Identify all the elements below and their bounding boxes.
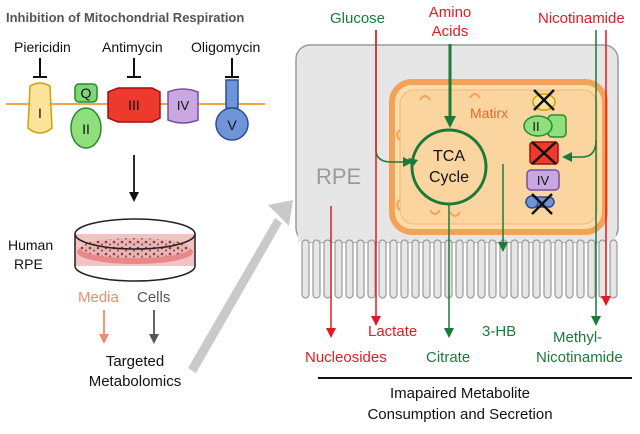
tca-cycle-circle [410, 128, 488, 206]
microvillus [411, 239, 420, 299]
conclusion-line-2: Consumption and Secretion [367, 406, 552, 423]
microvillus [532, 239, 541, 299]
hb3-arrowhead [498, 242, 508, 252]
microvillus [587, 239, 596, 299]
microvillus [301, 239, 310, 299]
tca-label-1: TCA [433, 148, 465, 165]
amino-to-tca-arrowhead [444, 116, 456, 128]
dish-label-rpe: RPE [14, 256, 43, 272]
tca-label-2: Cycle [429, 169, 469, 186]
microvillus [312, 239, 321, 299]
nicotinamide-label: Nicotinamide [538, 10, 625, 27]
complex-v-head [215, 107, 249, 141]
x-mark-complex-iii-b [531, 141, 557, 165]
connector-arrow-shaft [188, 218, 282, 373]
mito-complex-v-head [525, 195, 539, 209]
glucose-to-lactate-arrowhead [371, 316, 381, 326]
complex-ii-shape [70, 107, 102, 149]
rpe-label: RPE [316, 164, 361, 189]
treatment-arrow-head [129, 192, 139, 202]
cells-arrow-head [149, 334, 159, 344]
complex-q-label: Q [81, 85, 92, 101]
tca-cycle-arrowhead [408, 158, 418, 168]
complex-iv-shape [167, 88, 199, 124]
inhibition-bars [33, 58, 239, 78]
nicotinamide-arrowhead [601, 296, 611, 306]
hb3-label: 3-HB [482, 323, 516, 340]
nicotinamide-to-mito-arrowhead [562, 152, 572, 162]
methylnicotinamide-arrowhead [591, 316, 601, 326]
microvillus [356, 239, 365, 299]
petri-dish [74, 218, 196, 282]
conclusion-line-1: Imapaired Metabolite [390, 385, 530, 402]
complex-iii-label: III [128, 97, 140, 113]
microvillus [433, 239, 442, 299]
complex-i-shape [27, 82, 53, 134]
microvillus [477, 239, 486, 299]
citrate-label: Citrate [426, 349, 470, 366]
microvillus [389, 239, 398, 299]
microvillus [598, 239, 607, 299]
microvillus [400, 239, 409, 299]
lactate-label: Lactate [368, 323, 417, 340]
microvillus [543, 239, 552, 299]
microvillus [521, 239, 530, 299]
metabolomics-label-2: Metabolomics [89, 373, 182, 390]
methylnicotinamide-label-2: Nicotinamide [536, 349, 623, 366]
complex-ii-label: II [82, 121, 90, 137]
glucose-label: Glucose [330, 10, 385, 27]
rpe-cell-base-fill [298, 234, 616, 242]
complex-iv-label: IV [177, 98, 190, 113]
microvillus [323, 239, 332, 299]
media-label: Media [78, 289, 120, 306]
complex-v-stalk [225, 79, 239, 109]
oligomycin-label: Oligomycin [191, 39, 260, 55]
glucose-to-tca-arrowhead [403, 157, 413, 167]
cristae [396, 93, 481, 217]
panel-title: Inhibition of Mitochondrial Respiration [6, 10, 244, 25]
microvillus [576, 239, 585, 299]
microvillus [609, 239, 618, 299]
methylnicotinamide-label-1: Methyl- [553, 329, 602, 346]
complex-q-shape [74, 83, 98, 103]
amino-label-2: Acids [432, 23, 469, 40]
mito-complex-ii-label: II [532, 119, 539, 134]
microvillus [488, 239, 497, 299]
microvillus [455, 239, 464, 299]
connector-arrow-head [268, 200, 293, 226]
nicotinamide-to-mito-arrow [570, 139, 597, 158]
dish-label-human: Human [8, 237, 53, 253]
microvillus [510, 239, 519, 299]
microvillus [422, 239, 431, 299]
microvillus [565, 239, 574, 299]
complex-iii-shape [107, 87, 161, 123]
amino-label-1: Amino [429, 4, 472, 21]
mito-complex-iv-label: IV [537, 173, 550, 188]
nucleosides-arrowhead [326, 328, 336, 338]
nucleosides-label: Nucleosides [305, 349, 387, 366]
microvillus [345, 239, 354, 299]
tca-to-citrate-arrowhead [444, 328, 454, 338]
complex-v-label: V [227, 117, 237, 133]
complex-i-label: I [38, 105, 42, 121]
media-arrow-head [99, 334, 109, 344]
cells-label: Cells [137, 289, 170, 306]
antimycin-label: Antimycin [102, 39, 163, 55]
metabolomics-label-1: Targeted [106, 353, 164, 370]
microvillus [466, 239, 475, 299]
inhibition-x-marks [531, 89, 557, 215]
x-mark-complex-i-b [533, 89, 555, 111]
microvillus [554, 239, 563, 299]
matrix-label: Matirx [470, 105, 508, 121]
microvillus [367, 239, 376, 299]
mito-complex-ii [523, 115, 553, 137]
microvilli [301, 239, 618, 299]
microvillus [334, 239, 343, 299]
piericidin-label: Piericidin [14, 39, 71, 55]
microvillus [378, 239, 387, 299]
x-mark-complex-v-b [531, 193, 553, 215]
mito-complex-iv [526, 169, 560, 191]
